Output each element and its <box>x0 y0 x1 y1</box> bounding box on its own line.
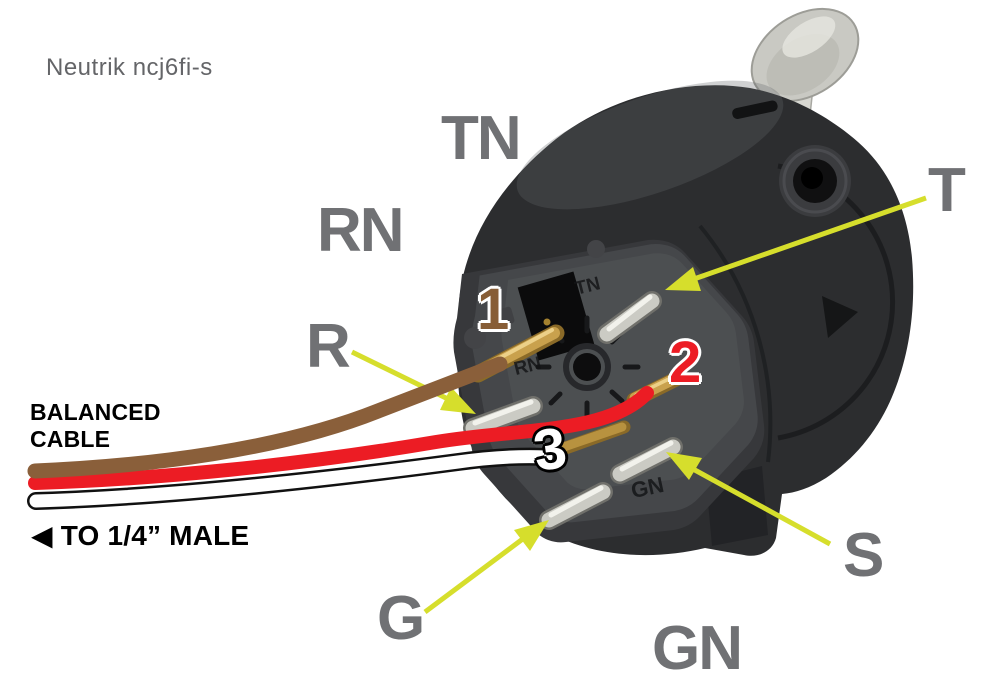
cable-label-line1: BALANCED <box>30 399 161 425</box>
wire-red <box>28 386 654 490</box>
jack-bore <box>573 353 601 381</box>
terminal-g <box>539 482 613 530</box>
pin-number-1: 1 <box>477 277 509 342</box>
wire-brown <box>27 356 508 479</box>
page-title: Neutrik ncj6fi-s <box>46 54 213 81</box>
terminal-t <box>597 291 662 344</box>
arrow-s <box>666 452 832 547</box>
body-highlight <box>516 80 784 210</box>
balanced-cable-wires <box>27 356 654 510</box>
terminal-r <box>463 396 543 438</box>
label-tn: TN <box>441 104 522 173</box>
cable-label-line2: CABLE <box>30 426 111 452</box>
label-gn: GN <box>652 614 743 683</box>
silver-terminals <box>463 291 683 530</box>
cable-destination-label: ◀ TO 1/4” MALE <box>31 520 250 551</box>
arrow-t <box>665 195 927 291</box>
label-s: S <box>843 521 884 590</box>
label-rn: RN <box>317 196 405 265</box>
pin-number-2: 2 <box>669 330 701 395</box>
arrow-g <box>423 520 549 615</box>
label-g: G <box>377 584 425 653</box>
wire-white <box>29 450 553 508</box>
terminal-s <box>610 437 683 484</box>
gold-pin-3 <box>553 420 631 457</box>
label-t: T <box>928 156 966 225</box>
label-r: R <box>306 312 351 381</box>
